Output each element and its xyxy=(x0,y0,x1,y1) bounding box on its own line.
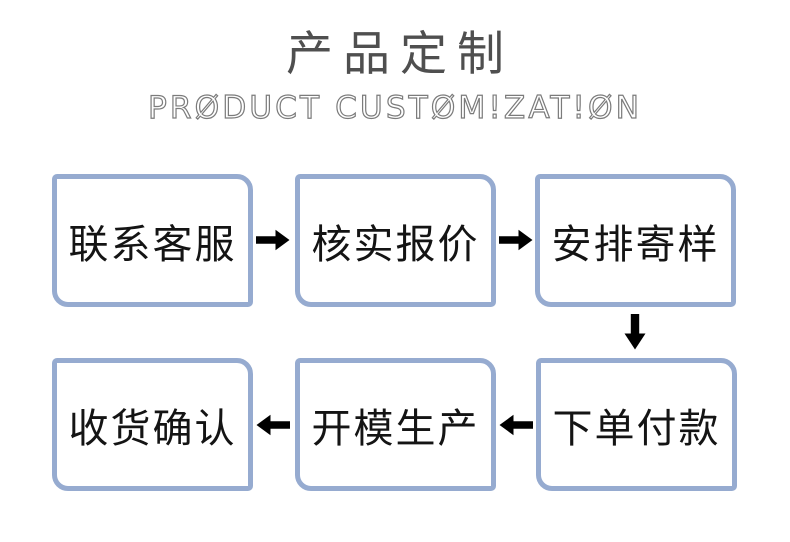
step-box-verify-quote: 核实报价 xyxy=(295,174,496,307)
step-box-arrange-sample: 安排寄样 xyxy=(535,174,736,307)
step-box-mold-production: 开模生产 xyxy=(295,358,496,491)
step-label: 收货确认 xyxy=(68,405,237,451)
step-box-order-payment: 下单付款 xyxy=(536,358,737,491)
step-label: 核实报价 xyxy=(311,221,480,267)
flow-arrow-right-1-icon xyxy=(256,229,290,251)
step-box-receipt-confirm: 收货确认 xyxy=(52,358,253,491)
step-label: 开模生产 xyxy=(311,405,480,451)
step-label: 安排寄样 xyxy=(551,221,720,267)
step-box-contact-service: 联系客服 xyxy=(52,174,253,307)
page-title: 产品定制 xyxy=(286,29,514,81)
step-label: 下单付款 xyxy=(552,405,721,451)
flow-arrow-right-2-icon xyxy=(499,229,533,251)
flow-arrow-left-1-icon xyxy=(499,414,533,436)
flow-arrow-down-icon xyxy=(624,314,646,350)
page-subtitle: PRØDUCT CUSTØM!ZAT!ØN xyxy=(147,89,642,126)
page-subtitle-text: PRØDUCT CUSTØM!ZAT!ØN xyxy=(148,90,642,126)
flow-arrow-left-2-icon xyxy=(256,414,290,436)
step-label: 联系客服 xyxy=(68,221,237,267)
